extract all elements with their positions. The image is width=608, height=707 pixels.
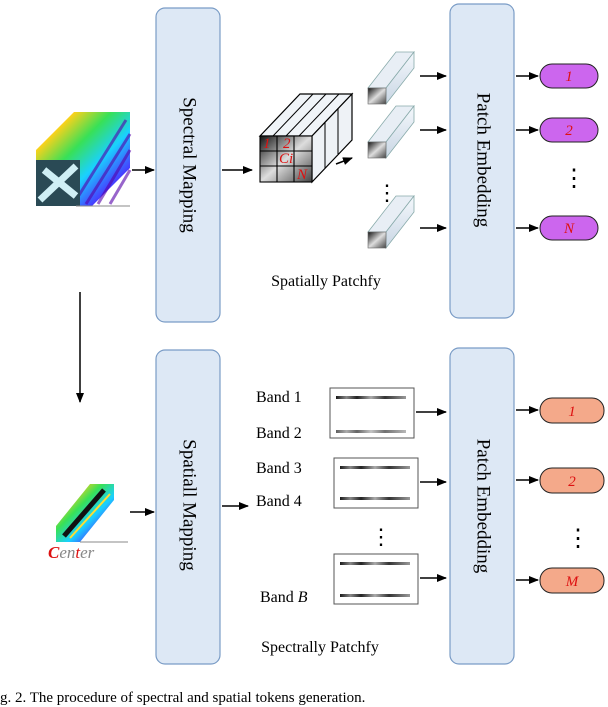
spectral-token-2: 2 xyxy=(539,117,599,143)
spatial-token-m: M xyxy=(539,567,605,594)
band-box-b xyxy=(333,553,419,605)
svg-text:2: 2 xyxy=(565,123,573,139)
svg-text:N: N xyxy=(563,221,575,237)
svg-text:M: M xyxy=(565,574,580,590)
svg-text:1: 1 xyxy=(568,404,576,420)
spectrally-patchify-label: Spectrally Patchfy xyxy=(261,639,379,656)
band-ellipsis: ⋮ xyxy=(370,524,392,549)
patch-bar-1 xyxy=(367,50,415,106)
bottom-patch-embedding-module: Patch Embedding xyxy=(449,347,515,665)
top-patch-embedding-module: Patch Embedding xyxy=(449,3,515,319)
band-3-label: Band 3 xyxy=(256,460,302,477)
bottom-embedding-label: Patch Embedding xyxy=(473,439,494,574)
spectral-mapping-module: Spectral Mapping xyxy=(155,7,221,323)
spectral-mapping-label: Spectral Mapping xyxy=(179,97,200,233)
input-hyperspectral-image xyxy=(36,112,132,207)
spectral-token-1: 1 xyxy=(539,63,599,89)
patch-grid-cube: 1 2 Ci N xyxy=(258,92,354,184)
token-ellipsis-top: ⋮ xyxy=(562,166,586,192)
cube-label-2: 2 xyxy=(283,136,291,152)
cube-label-1: 1 xyxy=(263,136,271,152)
svg-text:2: 2 xyxy=(568,474,576,490)
patch-ellipsis: ⋮ xyxy=(376,180,398,205)
spectral-token-n: N xyxy=(539,215,599,241)
spatially-patchify-label: Spatially Patchfy xyxy=(271,273,381,290)
band-4-label: Band 4 xyxy=(256,493,302,510)
spatial-mapping-label: Spatiall Mapping xyxy=(179,439,200,571)
center-spectrum-image xyxy=(56,484,128,543)
patch-bar-2 xyxy=(367,104,415,160)
center-label: Center xyxy=(48,543,95,562)
token-ellipsis-bottom: ⋮ xyxy=(566,526,590,552)
spatial-mapping-module: Spatiall Mapping xyxy=(155,349,221,665)
band-box-1-2 xyxy=(329,387,415,439)
patch-bar-n xyxy=(367,194,415,250)
cube-label-ci: Ci xyxy=(279,151,293,167)
figure-caption: g. 2. The procedure of spectral and spat… xyxy=(0,690,366,706)
spatial-token-1: 1 xyxy=(539,397,605,424)
band-b-label: Band B xyxy=(260,589,308,606)
svg-text:1: 1 xyxy=(565,69,573,85)
arrow-cube-to-patches xyxy=(335,157,353,165)
top-embedding-label: Patch Embedding xyxy=(473,93,494,228)
band-2-label: Band 2 xyxy=(256,425,302,442)
cube-label-n: N xyxy=(296,167,308,183)
band-1-label: Band 1 xyxy=(256,389,302,406)
band-box-3-4 xyxy=(333,457,419,509)
spatial-token-2: 2 xyxy=(539,467,605,494)
